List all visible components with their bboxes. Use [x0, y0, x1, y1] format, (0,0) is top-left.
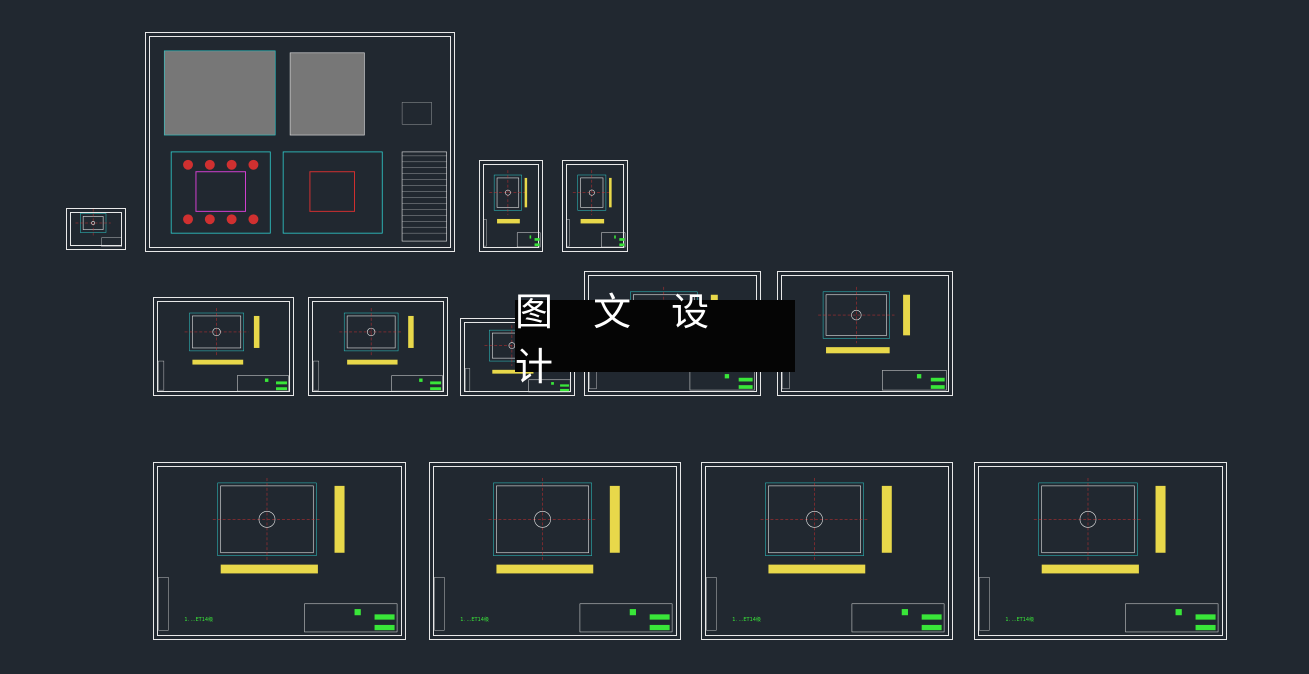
side-section-hatch [609, 177, 612, 208]
sheet-graphics [706, 477, 945, 633]
sheet-graphics [158, 477, 398, 633]
drawing-sheet-part-round[interactable] [479, 160, 543, 252]
title-block [237, 375, 289, 392]
title-block [1125, 603, 1219, 633]
side-section-hatch [609, 485, 620, 553]
sheet-border [978, 466, 1223, 636]
sheet-graphics [75, 209, 122, 247]
section-hatch [220, 564, 318, 574]
drawing-sheet-part-6[interactable] [308, 297, 448, 396]
sheet-border [566, 164, 624, 248]
sheet-border [157, 301, 290, 392]
sheet-border [483, 164, 539, 248]
sheet-graphics [566, 170, 626, 248]
sheet-border [433, 466, 677, 636]
sheet-graphics [163, 50, 447, 242]
title-block [601, 232, 626, 248]
section-hatch [496, 564, 594, 574]
drawing-sheet-plate-2[interactable]: 1. ...ET14级 [429, 462, 681, 640]
side-section-hatch [881, 485, 892, 553]
sheet-border [149, 36, 451, 248]
drawing-sheet-part-9[interactable] [777, 271, 953, 396]
sheet-border [705, 466, 949, 636]
drawing-sheet-part-5[interactable] [153, 297, 294, 396]
section-hatch [192, 359, 244, 365]
title-block [304, 603, 398, 633]
section-hatch [492, 369, 534, 374]
section-hatch [497, 218, 520, 224]
title-block [391, 375, 443, 392]
watermark: 图 文 设 计 [515, 290, 795, 389]
side-section-hatch [334, 485, 345, 553]
watermark-text: 图 文 设 计 [515, 290, 724, 389]
side-section-hatch [408, 315, 414, 348]
technical-requirements-note: 1. ...ET14级 [184, 617, 214, 624]
side-section-hatch [524, 177, 528, 208]
section-hatch [1041, 564, 1139, 574]
title-block [579, 603, 673, 633]
side-section-hatch [1155, 485, 1166, 553]
title-block [851, 603, 945, 633]
drawing-sheet-plate-4[interactable]: 1. ...ET14级 [974, 462, 1227, 640]
technical-requirements-note: 1. ...ET14级 [460, 617, 489, 624]
section-hatch [347, 359, 398, 365]
part-outline [825, 294, 887, 336]
title-block [516, 232, 541, 248]
side-section-hatch [903, 294, 911, 336]
bom-table [401, 151, 447, 242]
section-hatch [768, 564, 866, 574]
drawing-sheet-part-slider[interactable] [562, 160, 628, 252]
plan-view-b [282, 151, 383, 234]
technical-requirements-note: 1. ...ET14级 [732, 617, 761, 624]
section-hatch [826, 347, 890, 354]
section-view-b [289, 52, 365, 136]
section-hatch [580, 218, 605, 224]
sheet-graphics [158, 308, 289, 392]
sheet-graphics [434, 477, 673, 633]
sheet-graphics [313, 308, 443, 392]
side-section-hatch [253, 315, 260, 348]
sheet-graphics [979, 477, 1219, 633]
plan-view-a [170, 151, 271, 234]
sheet-border [157, 466, 402, 636]
title-block [528, 379, 571, 393]
section-view-a [163, 50, 276, 136]
drawing-sheet-small-part-sheet[interactable] [66, 208, 126, 250]
drawing-sheet-assembly-drawing[interactable] [145, 32, 455, 252]
sheet-graphics [483, 170, 541, 248]
title-block [882, 370, 947, 391]
sheet-border [312, 301, 444, 392]
sheet-graphics [782, 286, 947, 391]
drawing-sheet-plate-3[interactable]: 1. ...ET14级 [701, 462, 953, 640]
technical-requirements-note: 1. ...ET14级 [1005, 617, 1035, 624]
sheet-border [70, 212, 122, 246]
drawing-sheet-plate-1[interactable]: 1. ...ET14级 [153, 462, 406, 640]
